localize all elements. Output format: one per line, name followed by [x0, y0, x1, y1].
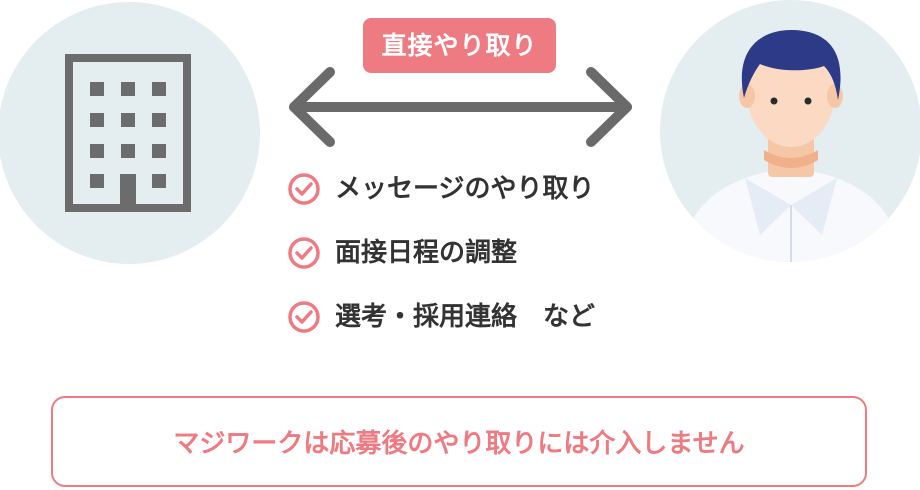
check-circle-icon	[288, 237, 320, 269]
exchange-list: メッセージのやり取り 面接日程の調整 選考・採用連絡 など	[287, 172, 595, 364]
building-icon	[65, 54, 191, 212]
company-circle	[0, 2, 260, 264]
non-intervention-notice: マジワークは応募後のやり取りには介入しません	[51, 396, 867, 487]
person-avatar	[680, 30, 902, 262]
list-item-text: 面接日程の調整	[335, 238, 518, 268]
list-item: メッセージのやり取り	[287, 172, 595, 236]
person-circle	[660, 0, 920, 262]
list-item: 選考・採用連絡 など	[287, 300, 595, 364]
check-circle-icon	[288, 301, 320, 333]
double-arrow-icon	[289, 67, 632, 147]
direct-exchange-badge: 直接やり取り	[363, 18, 556, 73]
list-item-text: メッセージのやり取り	[335, 174, 595, 204]
notice-text: マジワークは応募後のやり取りには介入しません	[173, 429, 745, 459]
check-circle-icon	[288, 173, 320, 205]
list-item-text: 選考・採用連絡 など	[335, 302, 596, 332]
list-item: 面接日程の調整	[287, 236, 595, 300]
